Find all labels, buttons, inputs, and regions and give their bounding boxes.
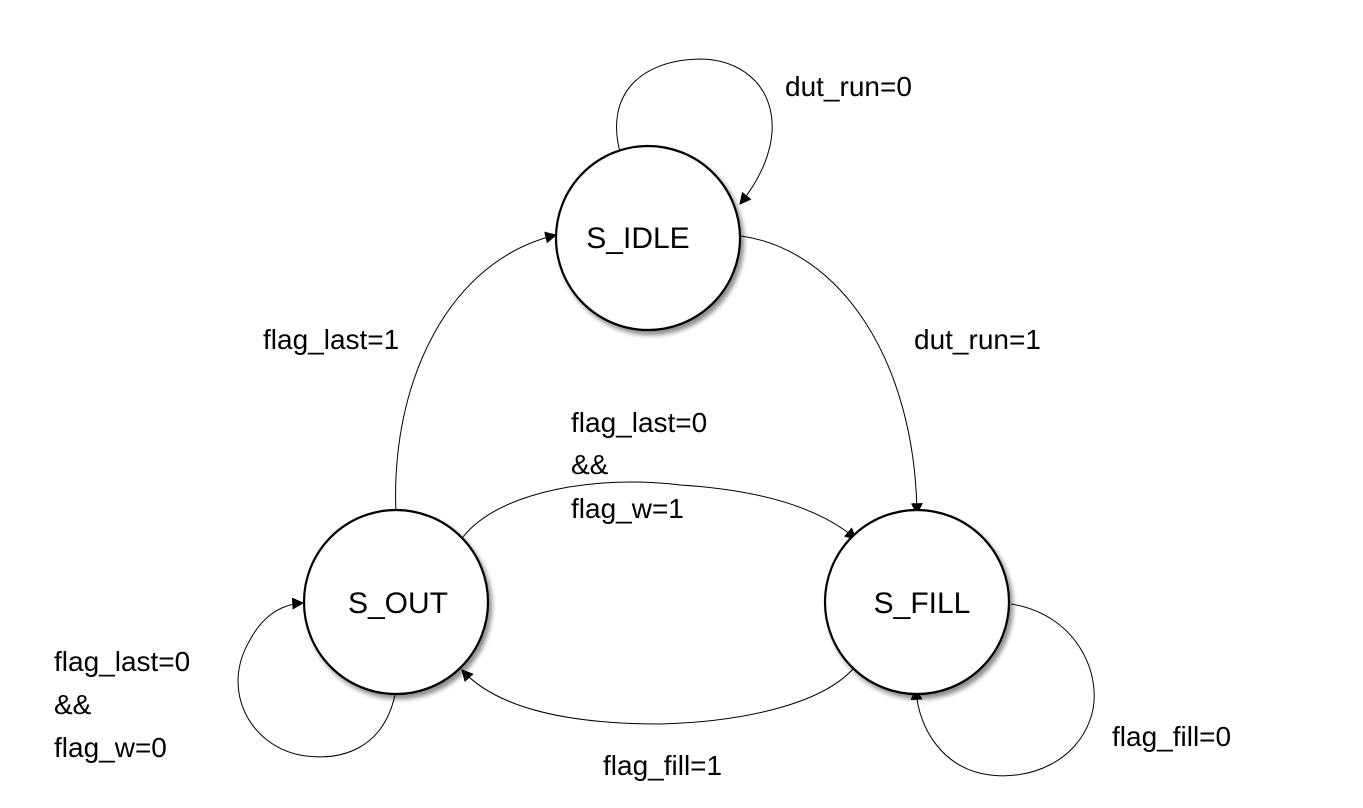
label-out-self-line3: flag_w=0 xyxy=(54,732,167,763)
edge-idle-to-fill xyxy=(740,235,923,516)
state-out-label: S_OUT xyxy=(348,587,448,620)
label-fill-self: flag_fill=0 xyxy=(1112,721,1231,752)
label-out-to-fill-line1: flag_last=0 xyxy=(571,407,707,438)
label-fill-to-out: flag_fill=1 xyxy=(603,750,722,781)
edge-out-self xyxy=(237,597,397,758)
state-fill: S_FILL xyxy=(823,508,1011,696)
label-idle-self: dut_run=0 xyxy=(785,71,912,102)
state-idle-label: S_IDLE xyxy=(586,222,689,255)
edge-fill-self xyxy=(910,603,1095,777)
state-fill-label: S_FILL xyxy=(874,587,971,620)
state-fill-circle xyxy=(823,508,1011,696)
label-out-self-line1: flag_last=0 xyxy=(54,646,190,677)
state-idle-circle xyxy=(554,144,742,332)
edge-idle-self xyxy=(616,58,773,205)
label-idle-to-fill: dut_run=1 xyxy=(914,324,1041,355)
state-out: S_OUT xyxy=(302,508,490,696)
state-out-circle xyxy=(302,508,490,696)
edge-out-to-idle xyxy=(395,231,558,515)
label-out-to-idle: flag_last=1 xyxy=(263,324,399,355)
label-out-to-fill-line3: flag_w=1 xyxy=(571,493,684,524)
edge-out-to-fill xyxy=(462,481,857,540)
edge-fill-to-out xyxy=(461,668,854,725)
label-out-to-fill-line2: && xyxy=(571,449,609,480)
state-idle: S_IDLE xyxy=(554,144,742,332)
label-out-self-line2: && xyxy=(54,689,92,720)
